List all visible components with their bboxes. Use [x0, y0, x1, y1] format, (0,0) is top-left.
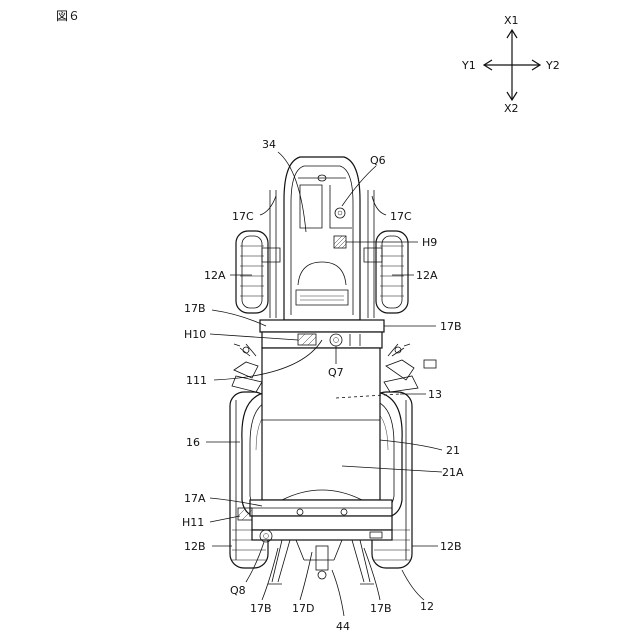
label-17c-left: 17C [232, 210, 254, 223]
label-12: 12 [420, 600, 434, 613]
label-21a: 21A [442, 466, 464, 479]
figure-title: 図６ [56, 9, 80, 23]
label-17a: 17A [184, 492, 206, 505]
label-h9: H9 [422, 236, 437, 249]
label-h11: H11 [182, 516, 204, 529]
label-17b-lower-right: 17B [370, 602, 392, 615]
label-17b-upper-left: 17B [184, 302, 206, 315]
rear-hitch [268, 540, 374, 584]
label-111: 111 [186, 374, 207, 387]
label-q7: Q7 [328, 366, 344, 379]
left-levers [232, 344, 262, 392]
label-44: 44 [336, 620, 350, 633]
compass-y2-label: Y2 [545, 59, 560, 72]
label-12a-left: 12A [204, 269, 226, 282]
compass-y1-label: Y1 [461, 59, 476, 72]
label-q8: Q8 [230, 584, 246, 597]
label-17b-upper-right: 17B [440, 320, 462, 333]
label-21: 21 [446, 444, 460, 457]
compass-x2-label: X2 [504, 102, 519, 115]
label-17d: 17D [292, 602, 314, 615]
label-h10: H10 [184, 328, 206, 341]
label-q6: Q6 [370, 154, 386, 167]
front-wheel-left [236, 231, 268, 313]
front-wheel-right [376, 231, 408, 313]
label-17c-right: 17C [390, 210, 412, 223]
label-34: 34 [262, 138, 276, 151]
compass-x1-label: X1 [504, 14, 519, 27]
label-12b-left: 12B [184, 540, 206, 553]
orientation-compass: X1 X2 Y1 Y2 [461, 14, 560, 115]
right-levers [384, 344, 436, 392]
label-12a-right: 12A [416, 269, 438, 282]
label-17b-lower-left: 17B [250, 602, 272, 615]
label-13: 13 [428, 388, 442, 401]
label-16: 16 [186, 436, 200, 449]
label-12b-right: 12B [440, 540, 462, 553]
